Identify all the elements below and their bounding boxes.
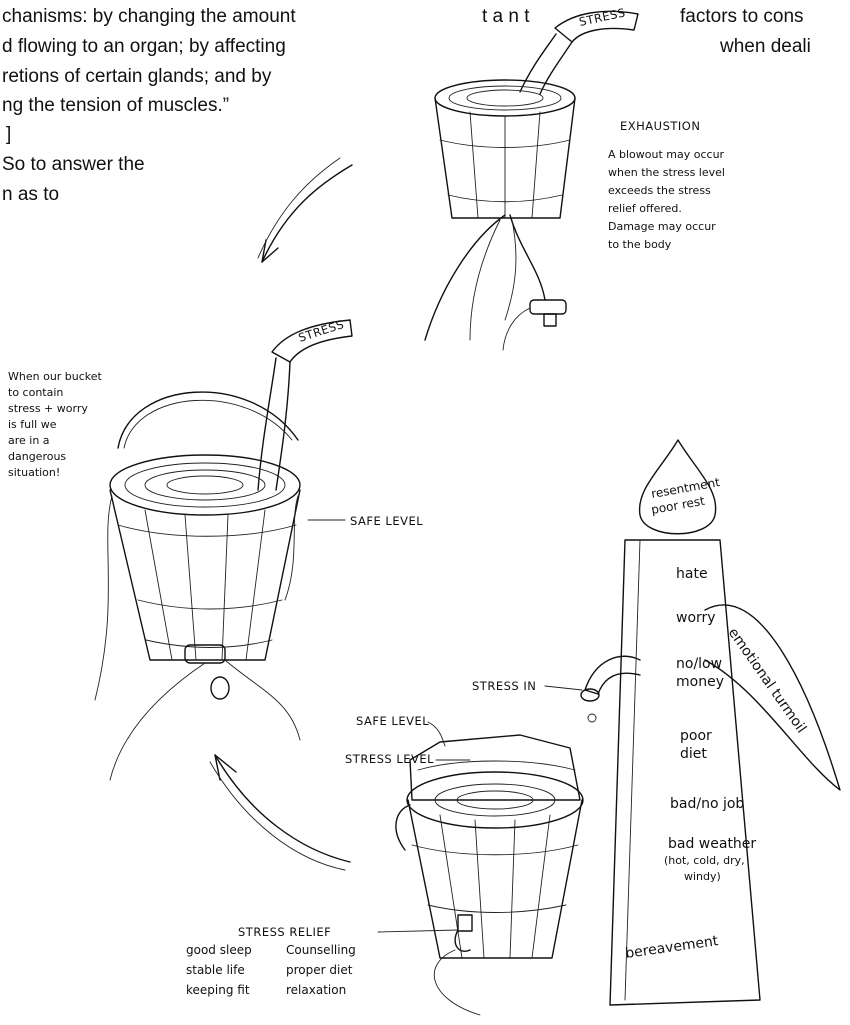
exhaustion-line-3: exceeds the stress: [608, 184, 711, 197]
printed-line-1: chanisms: by changing the amount: [2, 6, 296, 27]
exhaustion-title: EXHAUSTION: [620, 119, 700, 133]
exhaustion-line-2: when the stress level: [608, 166, 725, 179]
stress-level-label: STRESS LEVEL: [345, 752, 434, 766]
full-note-line-6: dangerous: [8, 450, 66, 463]
exhaustion-line-1: A blowout may occur: [608, 148, 725, 161]
exhaustion-note: EXHAUSTION A blowout may occur when the …: [608, 119, 725, 251]
pillar-item-weather-detail: (hot, cold, dry,: [664, 854, 745, 867]
full-bucket-note: When our bucket to contain stress + worr…: [8, 370, 103, 479]
pillar-item-bad-no-job: bad/no job: [670, 796, 744, 812]
printed-text-left: chanisms: by changing the amount d flowi…: [2, 6, 296, 205]
stress-label-left: STRESS: [297, 317, 346, 345]
pillar-item-money: money: [676, 674, 724, 690]
relief-proper-diet: proper diet: [286, 963, 353, 977]
pillar-item-bereavement: bereavement: [624, 933, 719, 962]
cycle-arrow-bottom-left: [210, 755, 350, 870]
printed-line-3: retions of certain glands; and by: [2, 66, 272, 87]
pillar-item-hate: hate: [676, 566, 708, 582]
printed-line-4: ng the tension of muscles.”: [2, 95, 229, 116]
stress-relief-label: STRESS RELIEF: [238, 925, 331, 939]
full-note-line-2: to contain: [8, 386, 63, 399]
stress-relief-pointer: [378, 930, 458, 932]
full-note-line-5: are in a: [8, 434, 50, 447]
pillar-item-no-low: no/low: [676, 656, 722, 672]
pillar-item-poor: poor: [680, 728, 712, 744]
printed-right-line-2: when deali: [719, 36, 811, 57]
bucket-safe: [396, 735, 583, 1015]
relief-keeping-fit: keeping fit: [186, 983, 250, 997]
printed-line-5: ]: [6, 124, 11, 145]
safe-level-label-bottom: SAFE LEVEL: [356, 714, 429, 728]
printed-line-2: d flowing to an organ; by affecting: [2, 36, 286, 57]
full-note-line-1: When our bucket: [8, 370, 103, 383]
emotional-turmoil-label: emotional turmoil: [725, 625, 809, 736]
relief-good-sleep: good sleep: [186, 943, 252, 957]
relief-relaxation: relaxation: [286, 983, 346, 997]
safe-level-label-left: SAFE LEVEL: [350, 514, 423, 528]
stress-in-label: STRESS IN: [472, 679, 536, 693]
relief-counselling: Counselling: [286, 943, 356, 957]
pillar-item-diet: diet: [680, 746, 707, 762]
bucket-exhaustion: STRESS: [425, 5, 638, 350]
stress-in-pointer: [545, 686, 582, 690]
pillar-item-windy: windy): [684, 870, 721, 883]
full-note-line-7: situation!: [8, 466, 60, 479]
bucket-full: STRESS: [95, 317, 352, 780]
stress-relief-block: STRESS RELIEF good sleep Counselling sta…: [186, 925, 458, 997]
printed-line-7: n as to: [2, 184, 59, 205]
printed-right-line-1: factors to cons: [680, 6, 804, 27]
stress-label-top: STRESS: [578, 5, 627, 29]
cycle-arrow-top-left: [258, 158, 352, 262]
printed-middle-fragment: t a n t: [482, 6, 530, 27]
relief-stable-life: stable life: [186, 963, 245, 977]
pillar-item-bad-weather: bad weather: [668, 836, 756, 852]
full-note-line-3: stress + worry: [8, 402, 88, 415]
printed-line-6: So to answer the: [2, 154, 145, 175]
full-note-line-4: is full we: [8, 418, 57, 431]
pillar-item-worry: worry: [676, 610, 716, 626]
exhaustion-line-4: relief offered.: [608, 202, 682, 215]
exhaustion-line-6: to the body: [608, 238, 672, 251]
exhaustion-line-5: Damage may occur: [608, 220, 716, 233]
